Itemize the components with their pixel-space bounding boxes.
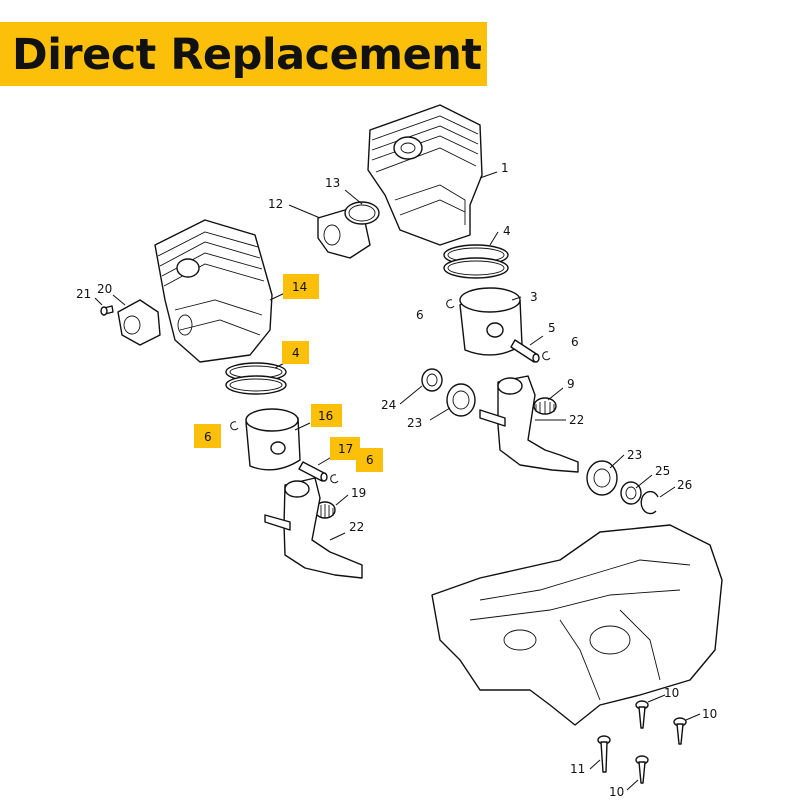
hose-clamp-icon [344,201,380,225]
oil-seal-icon [421,368,443,392]
callout-9: 9 [567,377,575,391]
callout-14: 14 [292,280,307,294]
callout-highlight [356,448,383,472]
callout-16: 16 [318,409,333,423]
circlip-icon [640,490,659,515]
callout-1: 1 [501,161,509,175]
piston-pin-replacement-icon [298,461,328,482]
callout-23: 23 [627,448,642,462]
callout-17: 17 [338,442,353,456]
screw-icon [635,700,649,729]
needle-bearing-icon [533,397,557,415]
banner-title: Direct Replacement [12,30,482,80]
callout-6: 6 [416,308,424,322]
callout-22: 22 [349,520,364,534]
callout-6: 6 [366,453,374,467]
ball-bearing-icon [446,383,476,417]
callout-11: 11 [570,762,585,776]
screw-icon [100,305,114,316]
screw-icon [673,717,687,745]
screw-icon [635,755,649,784]
callout-20: 20 [97,282,112,296]
leader-lines [94,171,701,791]
callout-highlight [311,404,342,427]
circlip-icon [542,351,551,361]
callout-22: 22 [569,413,584,427]
callout-highlight [194,424,221,448]
cylinder-original-icon [367,104,483,246]
callout-highlight [282,341,309,364]
crankshaft-replacement-icon [264,477,363,579]
crankcase-icon [431,524,723,726]
piston-ring-original-icon [443,244,509,279]
callout-labels-replacement: 14 4 16 6 17 6 21 20 19 22 [76,280,374,534]
callout-12: 12 [268,197,283,211]
callout-25: 25 [655,464,670,478]
callout-5: 5 [548,321,556,335]
callout-labels-original: 1 3 4 5 6 6 9 12 13 22 23 23 24 25 26 10… [268,161,717,799]
ball-bearing-icon [586,460,618,496]
piston-pin-original-icon [510,339,540,363]
piston-original-icon [459,287,523,356]
callout-10: 10 [702,707,717,721]
callout-19: 19 [351,486,366,500]
screw-icon [597,735,611,773]
circlip-icon [230,421,239,431]
callout-24: 24 [381,398,396,412]
callout-6: 6 [204,430,212,444]
circlip-icon [330,474,339,484]
callout-21: 21 [76,287,91,301]
oil-seal-icon [620,481,642,505]
intake-manifold-icon [117,299,161,346]
piston-replacement-icon [245,408,301,471]
callout-26: 26 [677,478,692,492]
cylinder-replacement-icon [154,219,273,363]
title-banner [0,22,487,86]
crankshaft-original-icon [479,375,579,473]
callout-4: 4 [292,346,300,360]
callout-3: 3 [530,290,538,304]
callout-10: 10 [609,785,624,799]
circlip-icon [446,299,455,309]
callout-4: 4 [503,224,511,238]
callout-10: 10 [664,686,679,700]
piston-ring-replacement-icon [225,362,287,395]
callout-13: 13 [325,176,340,190]
callout-6: 6 [571,335,579,349]
callout-highlight [330,437,360,460]
callout-23: 23 [407,416,422,430]
callout-highlight [283,274,319,299]
